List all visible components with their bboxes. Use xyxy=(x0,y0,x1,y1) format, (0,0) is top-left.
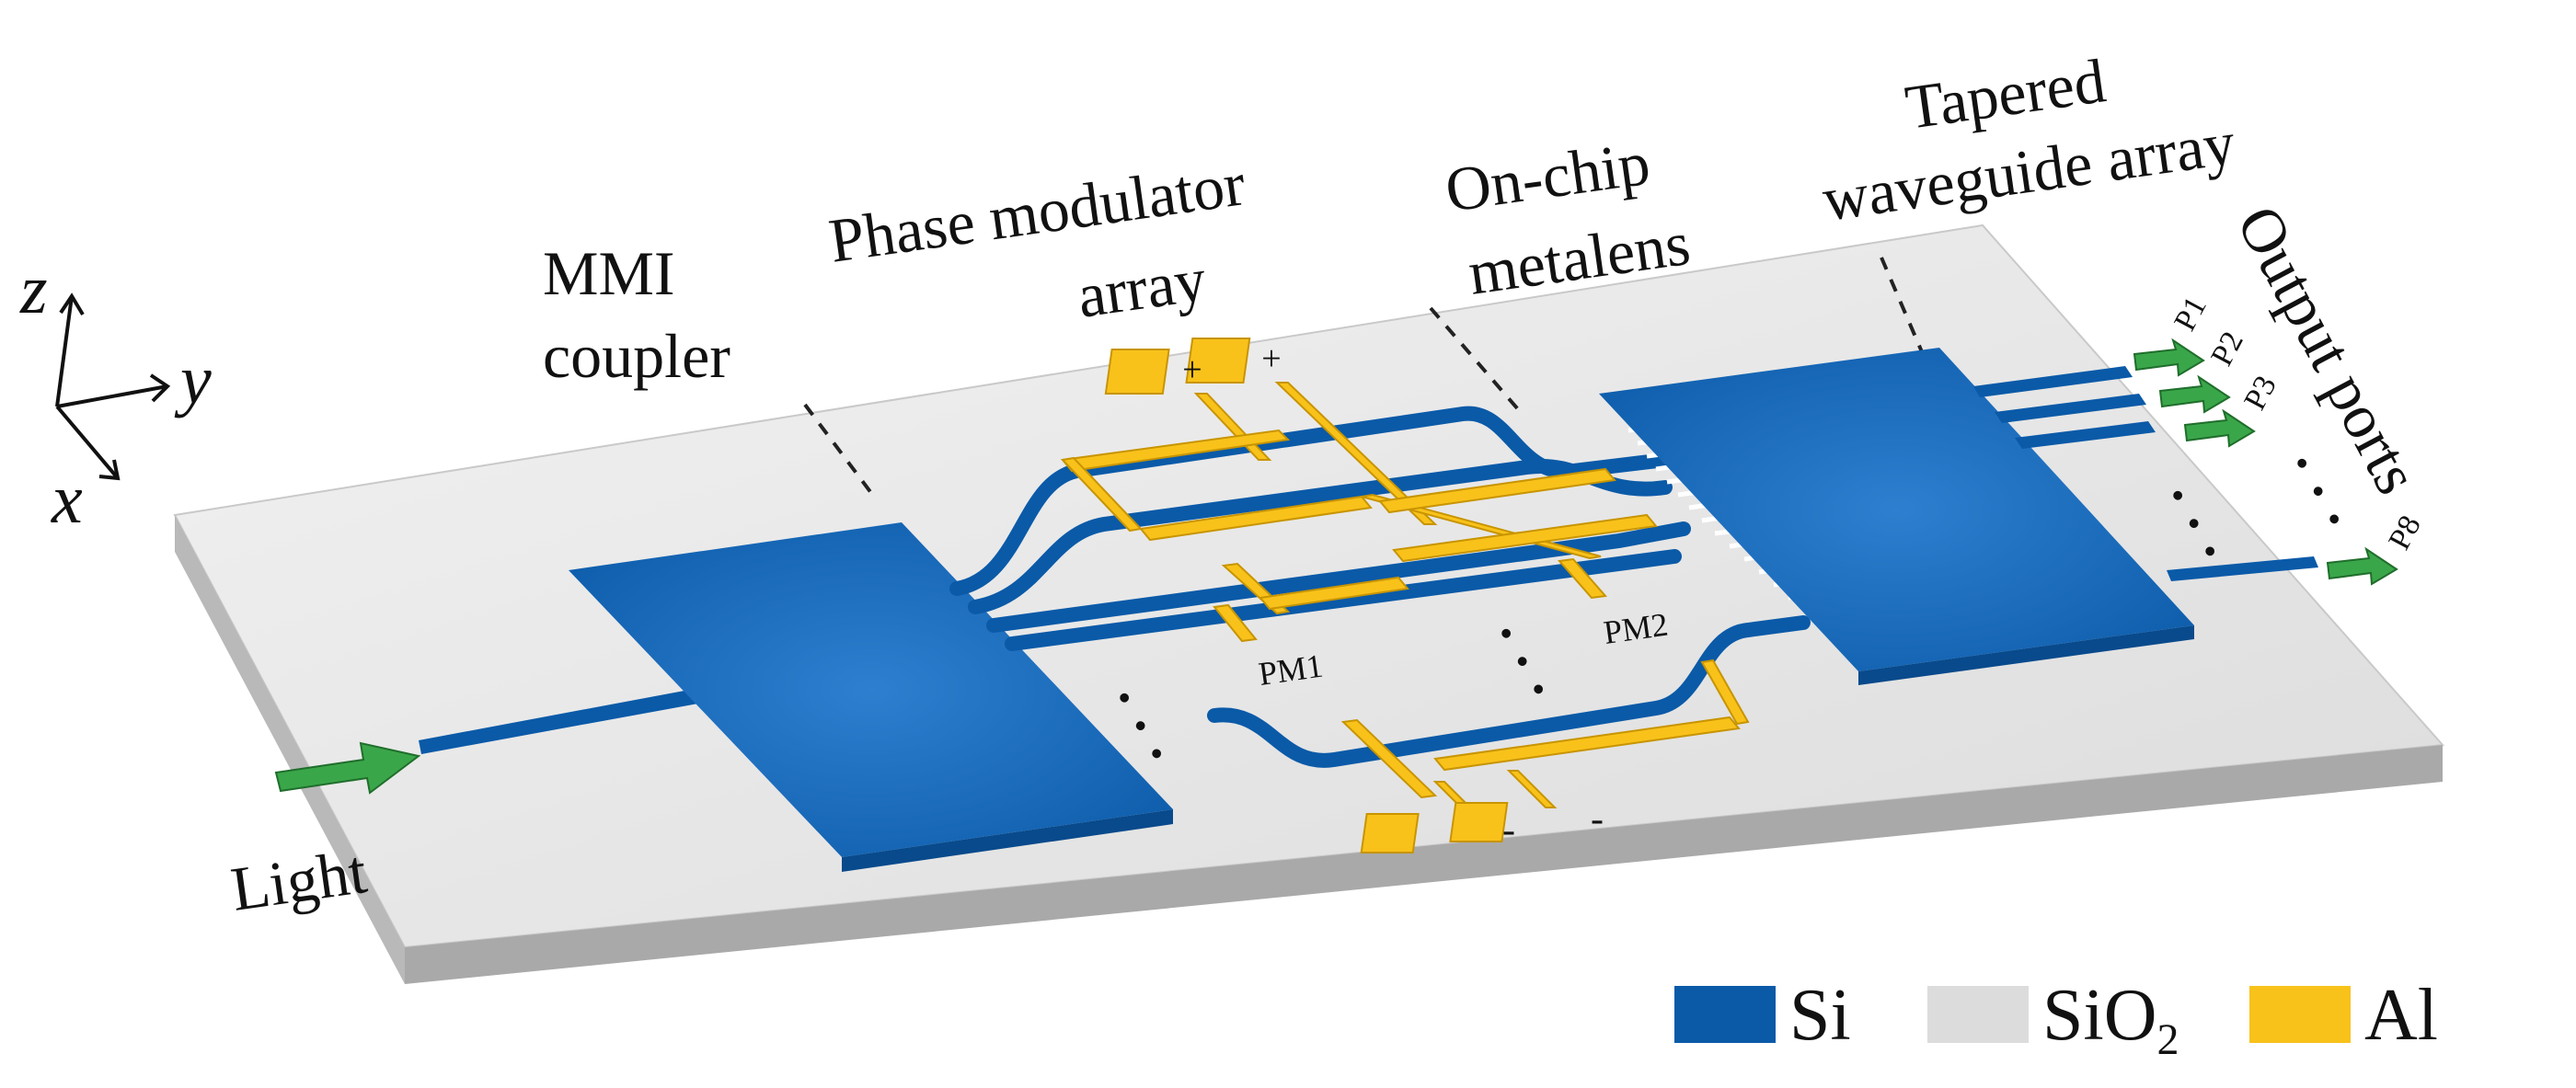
input-waveguide xyxy=(419,688,713,754)
electrode-minus-2: - xyxy=(1591,798,1604,841)
phase-modulator-label-line2: array xyxy=(1074,244,1211,331)
port-label-p1: P1 xyxy=(2168,292,2214,337)
light-label: Light xyxy=(227,836,372,924)
legend-swatch-si xyxy=(1674,986,1776,1043)
mmi-coupler xyxy=(569,522,1173,872)
section-dividers xyxy=(803,257,1925,498)
legend-label-si: Si xyxy=(1789,975,1851,1056)
output-arrows xyxy=(2133,338,2398,586)
electrode-plus-2: + xyxy=(1261,339,1281,378)
mmi-label-line1: MMI xyxy=(543,238,675,308)
legend-label-sio2: SiO2 xyxy=(2042,975,2179,1064)
coordinate-axes xyxy=(55,292,171,481)
metalens-label-line1: On-chip xyxy=(1442,128,1654,225)
port-label-p8: P8 xyxy=(2382,510,2428,555)
port-label-p3: P3 xyxy=(2237,371,2283,416)
legend-label-al: Al xyxy=(2364,975,2438,1056)
port-label-p2: P2 xyxy=(2204,326,2250,372)
aluminum-electrodes xyxy=(1060,338,1750,853)
tapered-waveguide-array xyxy=(1599,348,2318,685)
axis-y-label: y xyxy=(174,341,212,418)
pm2-label: PM2 xyxy=(1602,606,1671,651)
electrode-minus-1: - xyxy=(1502,809,1515,852)
mmi-label-line2: coupler xyxy=(543,321,730,391)
axis-z-label: z xyxy=(19,251,48,328)
legend-swatch-sio2 xyxy=(1927,986,2029,1043)
light-input-arrow xyxy=(274,741,421,795)
electrode-plus-1: + xyxy=(1182,350,1202,389)
legend-swatch-al xyxy=(2249,986,2351,1043)
pm1-label: PM1 xyxy=(1257,647,1326,693)
tapered-label-line2: waveguide array xyxy=(1819,108,2239,235)
legend: Si SiO2 Al xyxy=(1674,975,2438,1064)
axis-x-label: x xyxy=(51,461,83,538)
